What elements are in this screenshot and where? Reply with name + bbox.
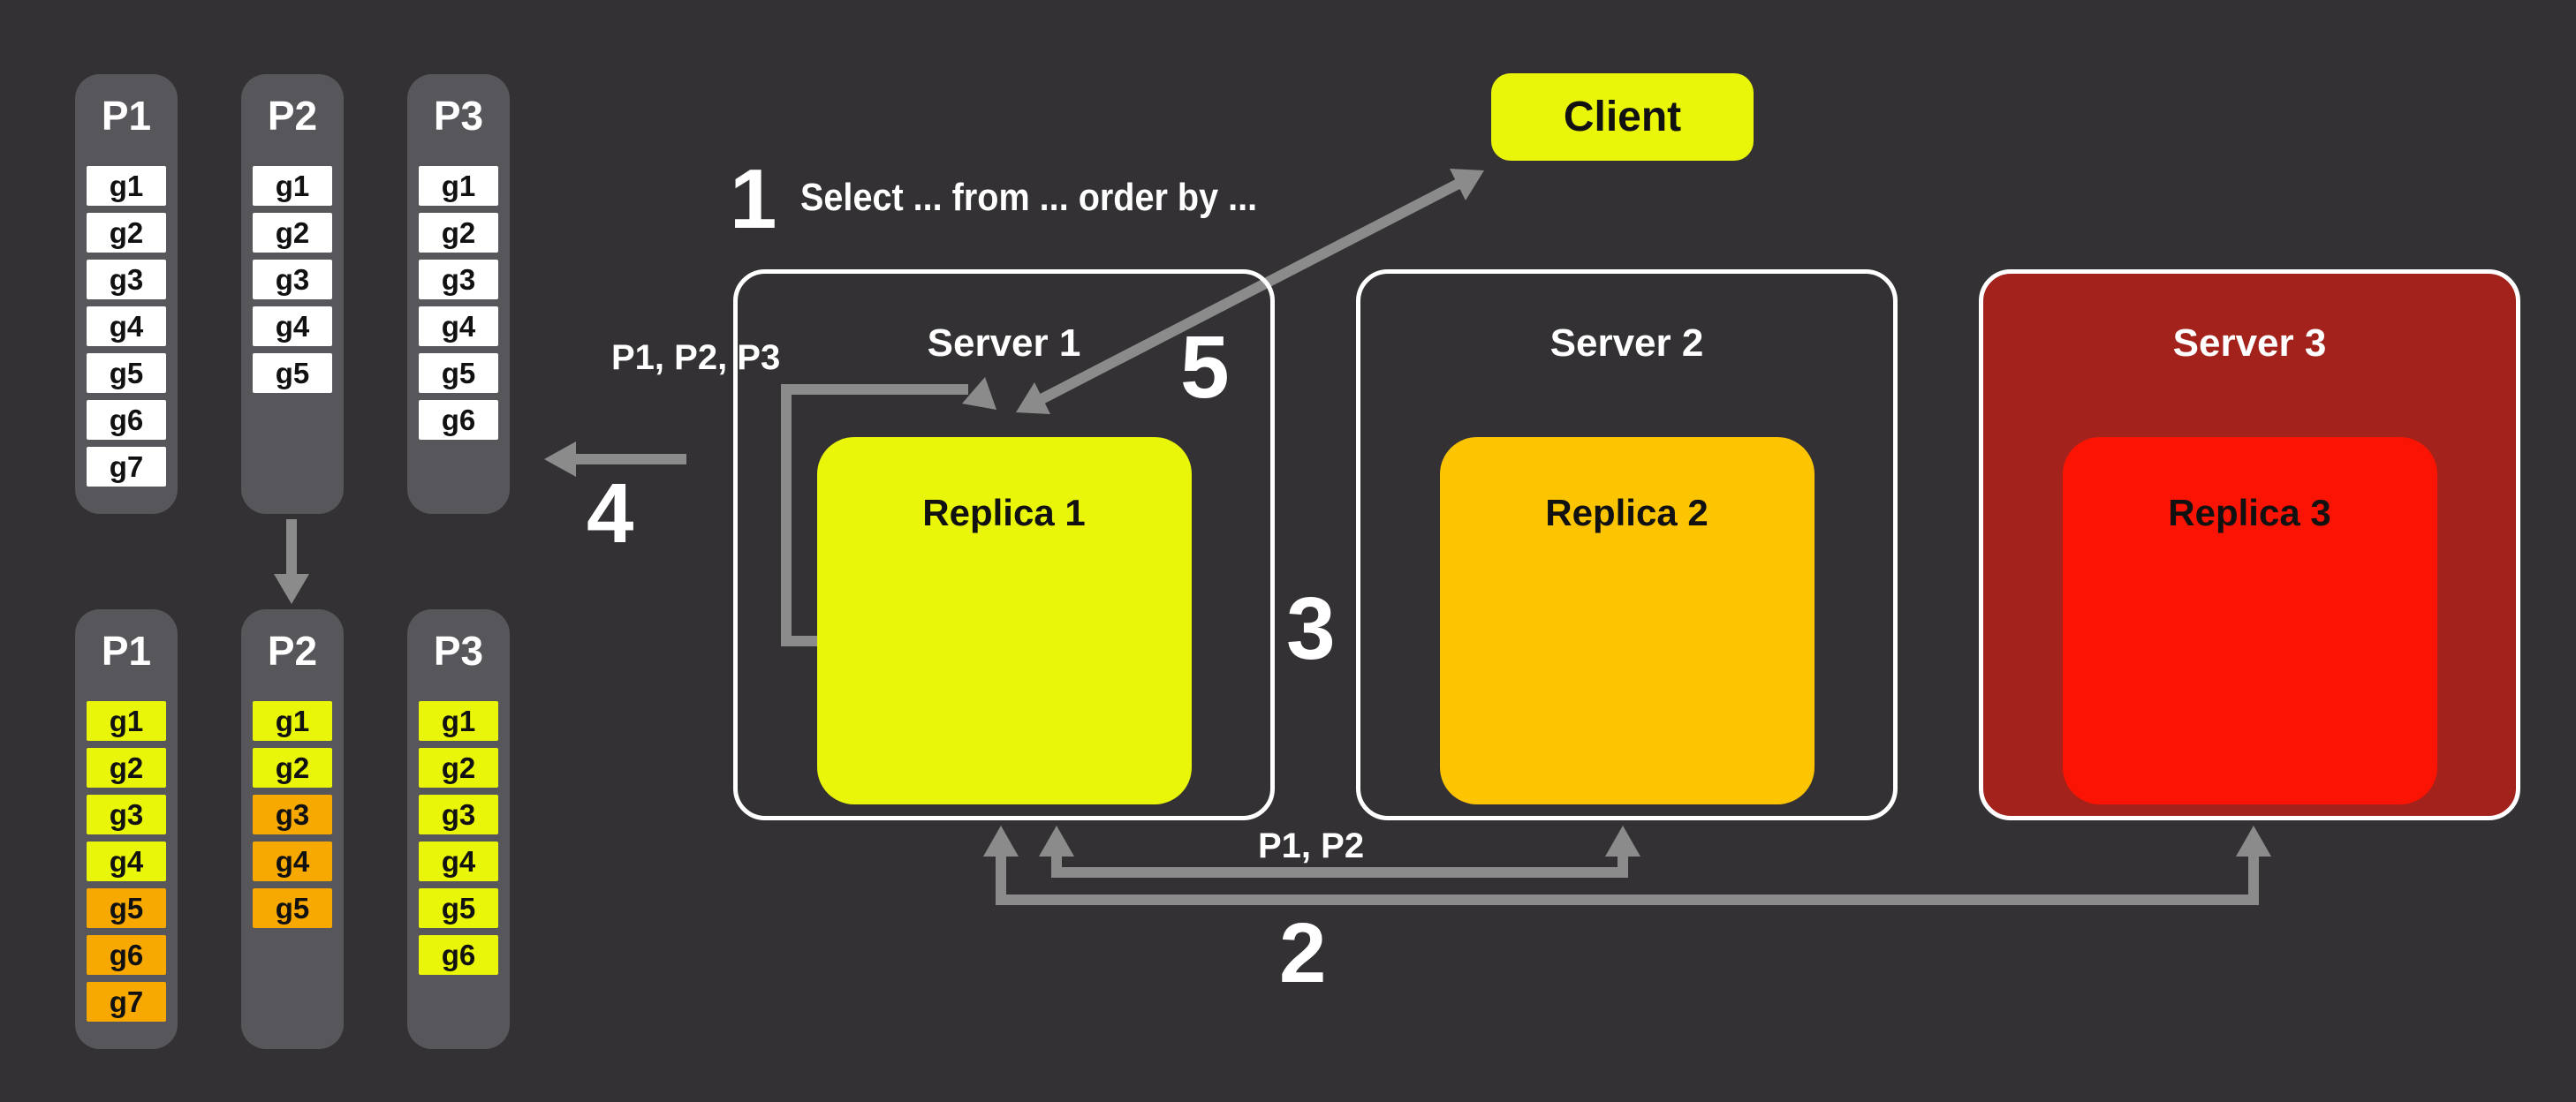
cell-list: g1 g2 g3 g4 g5 g6 g7	[87, 701, 166, 1022]
shard-cell-g1: g1	[253, 701, 332, 741]
replica-1-label: Replica 1	[922, 492, 1086, 533]
cell-list: g1 g2 g3 g4 g5	[253, 701, 332, 928]
shard-cell-g6: g6	[419, 400, 498, 440]
partition-label: P2	[267, 93, 318, 139]
partition-group-unsorted: P1 g1 g2 g3 g4 g5 g6 g7 P2 g1 g2 g3 g4 g5 P3 g1 g2 g3 g4 g5…	[75, 74, 510, 514]
arrow-gather-server2	[1039, 826, 1640, 878]
shard-cell-g3: g3	[253, 260, 332, 299]
shard-cell-g4: g4	[253, 306, 332, 346]
replica-1-box: Replica 1	[816, 437, 1192, 804]
replica-3-box: Replica 3	[2062, 437, 2437, 804]
replica-2-label: Replica 2	[1545, 492, 1708, 533]
server-1-box: Server 1 Replica 1	[733, 269, 1275, 820]
query-annotation: Select ... from ... order by ...	[800, 176, 1258, 219]
shard-cell-g5: g5	[87, 353, 166, 393]
step-number-4: 4	[587, 466, 634, 561]
cell-list: g1 g2 g3 g4 g5 g6 g7	[87, 166, 166, 487]
shard-cell-g7: g7	[87, 982, 166, 1022]
shard-cell-g4: g4	[419, 842, 498, 881]
shard-cell-g7: g7	[87, 447, 166, 487]
shard-cell-g4: g4	[253, 842, 332, 881]
shard-cell-g3: g3	[419, 260, 498, 299]
shard-cell-g2: g2	[87, 213, 166, 253]
shard-cell-g5: g5	[87, 888, 166, 928]
replica-3-label: Replica 3	[2168, 492, 2331, 533]
shard-cell-g2: g2	[253, 213, 332, 253]
partition-label: P3	[433, 628, 484, 674]
gather-partitions-label: P1, P2	[1258, 826, 1365, 865]
client-label: Client	[1563, 94, 1682, 140]
shard-cell-g4: g4	[419, 306, 498, 346]
shard-cell-g6: g6	[87, 400, 166, 440]
arrow-repartition-down	[274, 519, 309, 604]
step-number-1: 1	[730, 152, 777, 246]
step-number-2: 2	[1279, 906, 1327, 1000]
shard-cell-g2: g2	[253, 748, 332, 788]
shard-cell-g1: g1	[87, 701, 166, 741]
client-box: Client	[1491, 73, 1754, 161]
partition-column-p1: P1 g1 g2 g3 g4 g5 g6 g7	[75, 74, 178, 514]
arrow-gather-server3	[983, 826, 2271, 905]
shard-cell-g1: g1	[87, 166, 166, 206]
shard-cell-g5: g5	[253, 888, 332, 928]
shard-cell-g2: g2	[419, 748, 498, 788]
shard-cell-g1: g1	[419, 701, 498, 741]
partition-column-p2: P2 g1 g2 g3 g4 g5	[241, 74, 344, 514]
step-number-5: 5	[1180, 318, 1230, 417]
shard-cell-g1: g1	[253, 166, 332, 206]
step-number-3: 3	[1286, 579, 1336, 678]
shard-cell-g4: g4	[87, 306, 166, 346]
cell-list: g1 g2 g3 g4 g5 g6	[419, 166, 498, 440]
shard-cell-g2: g2	[87, 748, 166, 788]
shard-cell-g3: g3	[419, 795, 498, 834]
partition-column-p1: P1 g1 g2 g3 g4 g5 g6 g7	[75, 609, 178, 1049]
partition-column-p2: P2 g1 g2 g3 g4 g5	[241, 609, 344, 1049]
server-3-box: Server 3 Replica 3	[1979, 269, 2520, 820]
shard-cell-g3: g3	[253, 795, 332, 834]
server-1-title: Server 1	[927, 321, 1081, 365]
server-2-box: Server 2 Replica 2	[1356, 269, 1898, 820]
server-2-title: Server 2	[1549, 321, 1704, 365]
server-3-title: Server 3	[2172, 321, 2327, 365]
arrow-merge-loop	[781, 377, 996, 646]
partition-label: P1	[101, 628, 152, 674]
partition-group-sorted: P1 g1 g2 g3 g4 g5 g6 g7 P2 g1 g2 g3 g4 g5 P3 g1 g2 g3 g4 g5…	[75, 609, 510, 1049]
cell-list: g1 g2 g3 g4 g5	[253, 166, 332, 393]
partition-column-p3: P3 g1 g2 g3 g4 g5 g6	[407, 609, 510, 1049]
shard-cell-g2: g2	[419, 213, 498, 253]
shard-cell-g5: g5	[419, 353, 498, 393]
partition-column-p3: P3 g1 g2 g3 g4 g5 g6	[407, 74, 510, 514]
partition-label: P1	[101, 93, 152, 139]
shard-cell-g4: g4	[87, 842, 166, 881]
shard-cell-g5: g5	[419, 888, 498, 928]
shard-cell-g1: g1	[419, 166, 498, 206]
cell-list: g1 g2 g3 g4 g5 g6	[419, 701, 498, 975]
shard-cell-g6: g6	[87, 935, 166, 975]
arrow-step4-left	[544, 442, 686, 477]
shard-cell-g3: g3	[87, 260, 166, 299]
shard-cell-g6: g6	[419, 935, 498, 975]
fanout-partitions-label: P1, P2, P3	[611, 338, 781, 377]
shard-cell-g3: g3	[87, 795, 166, 834]
shard-cell-g5: g5	[253, 353, 332, 393]
replica-2-box: Replica 2	[1439, 437, 1815, 804]
partition-label: P2	[267, 628, 318, 674]
partition-label: P3	[433, 93, 484, 139]
